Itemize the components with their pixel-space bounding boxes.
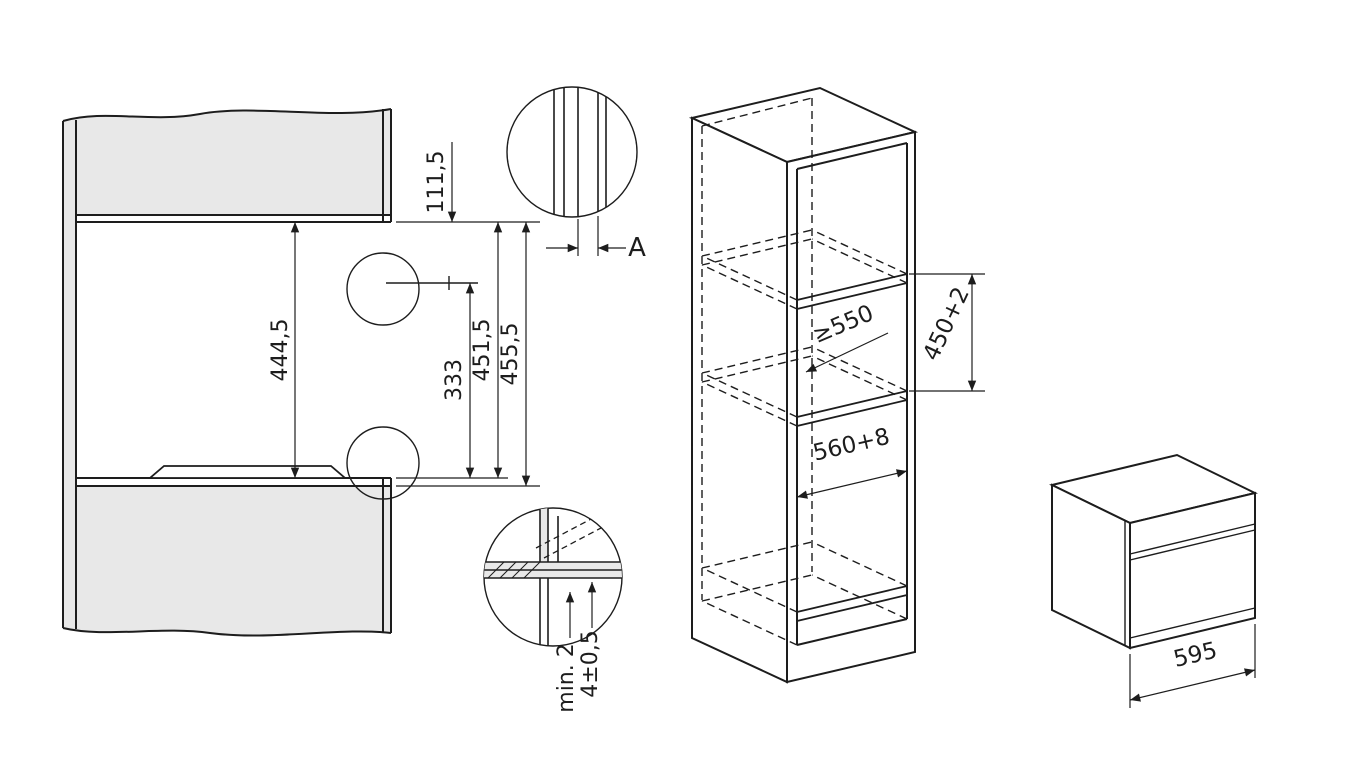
dimension-niche-inner-height: 444,5 [268, 222, 300, 478]
dimension-bottom-gap: 4±0,5 [578, 582, 603, 698]
dimension-label: 333 [442, 359, 467, 401]
dimension-niche-height: 450+2 [909, 273, 985, 392]
detail-extension-lines [577, 216, 599, 256]
gap-label: A [628, 233, 646, 263]
shelf-front-edges [796, 273, 908, 622]
extension-lines [1129, 624, 1256, 708]
detail-marker-circle-bottom [346, 426, 420, 500]
detail-marker-circle-top [346, 252, 420, 326]
dimension-top-clearance: 111,5 [424, 142, 457, 222]
lower-break-edge [62, 627, 392, 637]
detail-circle [506, 86, 638, 218]
dimension-label: min. 2 [554, 643, 579, 712]
cabinet-isometric-view: ≥550 450+2 560+8 [688, 86, 985, 684]
dimension-mount-height: 333 [442, 283, 475, 478]
dimension-label: 444,5 [268, 319, 293, 382]
dimension-min-gap: min. 2 [554, 592, 579, 713]
dimension-line [1129, 668, 1256, 702]
control-panel-and-door-lines [1124, 521, 1256, 646]
detail-view-a: A [506, 86, 646, 263]
dimension-label: 455,5 [498, 323, 523, 386]
extension-lines [796, 399, 908, 503]
detail-edge-lines [553, 87, 607, 217]
mounting-pin [386, 276, 478, 290]
dimension-label: 111,5 [424, 151, 449, 214]
detail-view-bottom: min. 2 4±0,5 [483, 507, 623, 713]
niche-vent-recess [147, 465, 348, 479]
front-frame-inner-edges [796, 142, 908, 646]
upper-break-edge [62, 108, 392, 122]
dimension-label: 4±0,5 [578, 630, 603, 697]
lower-cabinet-panel-fill [63, 487, 391, 636]
upper-cabinet-panel-fill [63, 109, 391, 215]
hatching [487, 561, 541, 579]
extension-lines [396, 221, 540, 487]
cabinet-left-face [691, 116, 788, 684]
dimension-height-outer: 455,5 [498, 222, 531, 486]
dimension-label: 451,5 [470, 319, 495, 382]
depth-arrow [805, 332, 889, 373]
dimension-line [796, 469, 908, 499]
corner-detail-lines [484, 508, 622, 646]
frame-panel-fill [540, 508, 548, 562]
hidden-interior-dashed-lines [701, 97, 908, 646]
appliance-isometric-view: 595 [1049, 453, 1258, 708]
section-view: 111,5 444,5 333 451,5 455,5 [62, 108, 540, 637]
dimension-label: 450+2 [918, 283, 974, 365]
dimension-height-inner: 451,5 [470, 222, 503, 478]
dimension-label: 595 [1171, 638, 1220, 673]
